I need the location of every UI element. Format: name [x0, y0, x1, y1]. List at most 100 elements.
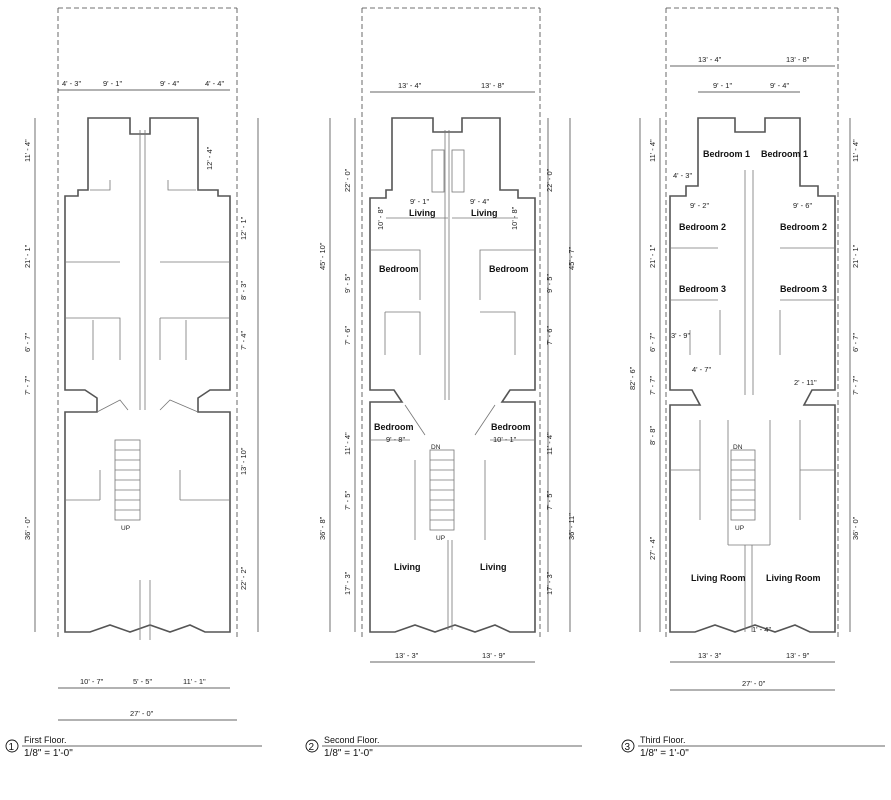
dim-left-5: 8' - 8"	[648, 426, 657, 445]
dim-right-9: 17' - 3"	[545, 571, 554, 595]
dim-right-3: 6' - 7"	[851, 333, 860, 352]
dim-right-2: 45' - 7"	[567, 246, 576, 270]
dim-top-4: 4' - 4"	[205, 79, 224, 88]
room-label-bedroom-lower-left: Bedroom	[374, 422, 414, 432]
dim-top-2: 13' - 8"	[481, 81, 505, 90]
dim-left-3: 10' - 8"	[376, 206, 385, 230]
dim-left-4: 9' - 5"	[343, 274, 352, 293]
dim-left-7: 7' - 5"	[343, 491, 352, 510]
stair-treads	[115, 449, 140, 511]
drawing-number-circle	[621, 739, 635, 753]
dim-left-7: 82' - 6"	[628, 366, 637, 390]
interior-walls	[370, 130, 535, 630]
building-outline	[64, 117, 231, 633]
room-label-living-upper-left: Living	[409, 208, 436, 218]
site-boundary	[665, 7, 839, 640]
stair-treads	[430, 459, 454, 521]
dim-top-2: 9' - 1"	[103, 79, 122, 88]
dim-left-1: 11' - 4"	[23, 139, 32, 162]
dim-left-5: 36' - 0"	[23, 516, 32, 540]
dim-left-2: 45' - 10"	[318, 242, 327, 270]
dim-left-4: 7' - 7"	[648, 376, 657, 395]
dim-right-3: 10' - 8"	[510, 206, 519, 230]
dim-bottom-2: 13' - 9"	[482, 651, 506, 660]
dim-right-8: 36' - 11"	[567, 513, 576, 540]
room-label-bedroom-3-right: Bedroom 3	[780, 284, 827, 294]
dim-top-2: 13' - 8"	[786, 55, 810, 64]
drawing-scale: 1/8" = 1'-0"	[640, 748, 689, 759]
dim-left-1: 11' - 4"	[648, 139, 657, 162]
room-label-bedroom-1-right: Bedroom 1	[761, 149, 808, 159]
dim-right-3: 8' - 3"	[239, 281, 248, 300]
dim-inner-3: 9' - 6"	[793, 201, 812, 210]
dim-right-5: 36' - 0"	[851, 516, 860, 540]
stove	[451, 149, 465, 193]
room-label-bedroom-1-left: Bedroom 1	[703, 149, 750, 159]
interior-walls	[670, 170, 835, 632]
drawing-title: Third Floor.	[640, 735, 686, 745]
stair-up-label: UP	[436, 535, 445, 542]
drawing-number: 1	[9, 742, 15, 753]
dim-inner-2: 9' - 4"	[470, 197, 489, 206]
dim-left-2: 21' - 1"	[23, 244, 32, 268]
dim-left-5: 7' - 6"	[343, 326, 352, 345]
dim-inner-3: 9' - 8"	[386, 435, 405, 444]
dim-inner-7: 1' - 4"	[752, 625, 771, 634]
dim-top-4: 9' - 4"	[770, 81, 789, 90]
dim-top-1: 13' - 4"	[398, 81, 422, 90]
room-label-living-room-left: Living Room	[691, 573, 746, 583]
dim-top-1: 4' - 3"	[62, 79, 81, 88]
room-label-bedroom-upper-right: Bedroom	[489, 264, 529, 274]
dim-right-5: 7' - 6"	[545, 326, 554, 345]
dim-left-2: 21' - 1"	[648, 244, 657, 268]
dim-right-1: 22' - 0"	[545, 168, 554, 192]
drawing-scale: 1/8" = 1'-0"	[24, 748, 73, 759]
room-label-living-lower-right: Living	[480, 562, 507, 572]
drawing-number-circle	[5, 739, 19, 753]
dim-bottom-2: 5' - 5"	[133, 677, 152, 686]
room-label-living-upper-right: Living	[471, 208, 498, 218]
dim-overall: 27' - 0"	[742, 679, 766, 688]
drawing-number: 3	[625, 742, 631, 753]
room-label-bedroom-lower-right: Bedroom	[491, 422, 531, 432]
dim-right-2: 21' - 1"	[851, 244, 860, 268]
dim-inner-1: 4' - 3"	[673, 171, 692, 180]
dim-left-3: 6' - 7"	[23, 333, 32, 352]
second-floor-plan: DN UP Living Living Bedroom Bedroom Bedr…	[305, 7, 582, 759]
stair-treads	[731, 459, 755, 511]
room-label-bedroom-2-right: Bedroom 2	[780, 222, 827, 232]
first-floor-plan: UP 4' - 3" 9' - 1" 9' - 4" 4' - 4" 11' -…	[5, 7, 262, 759]
dim-left-3: 6' - 7"	[648, 333, 657, 352]
drawing-scale: 1/8" = 1'-0"	[324, 748, 373, 759]
dim-right-7: 7' - 5"	[545, 491, 554, 510]
dim-right-2: 12' - 1"	[239, 216, 248, 240]
dim-right-5: 13' - 10"	[239, 447, 248, 475]
dim-left-9: 17' - 3"	[343, 571, 352, 595]
dim-inner-1: 9' - 1"	[410, 197, 429, 206]
dim-bottom-1: 13' - 3"	[698, 651, 722, 660]
dim-left-1: 22' - 0"	[343, 168, 352, 192]
dim-right-4: 9' - 5"	[545, 274, 554, 293]
dim-overall: 27' - 0"	[130, 709, 154, 718]
room-label-bedroom-3-left: Bedroom 3	[679, 284, 726, 294]
dim-bottom-1: 10' - 7"	[80, 677, 104, 686]
dim-right-6: 22' - 2"	[239, 566, 248, 590]
room-label-bedroom-upper-left: Bedroom	[379, 264, 419, 274]
dim-inner-6: 2' - 11"	[794, 378, 817, 387]
dim-left-8: 36' - 8"	[318, 516, 327, 540]
stair-up-label: UP	[735, 525, 744, 532]
dim-right-4: 7' - 7"	[851, 376, 860, 395]
dim-bottom-1: 13' - 3"	[395, 651, 419, 660]
dim-top-3: 9' - 4"	[160, 79, 179, 88]
dim-right-6: 11' - 4"	[545, 432, 554, 455]
interior-walls	[65, 130, 230, 640]
stair-down-label: DN	[733, 444, 743, 451]
site-boundary	[57, 7, 238, 640]
dim-inner-5: 4' - 7"	[692, 365, 711, 374]
dim-inner-4: 10' - 1"	[493, 435, 517, 444]
room-label-living-lower-left: Living	[394, 562, 421, 572]
building-outline	[369, 117, 536, 633]
drawing-number: 2	[309, 742, 315, 753]
